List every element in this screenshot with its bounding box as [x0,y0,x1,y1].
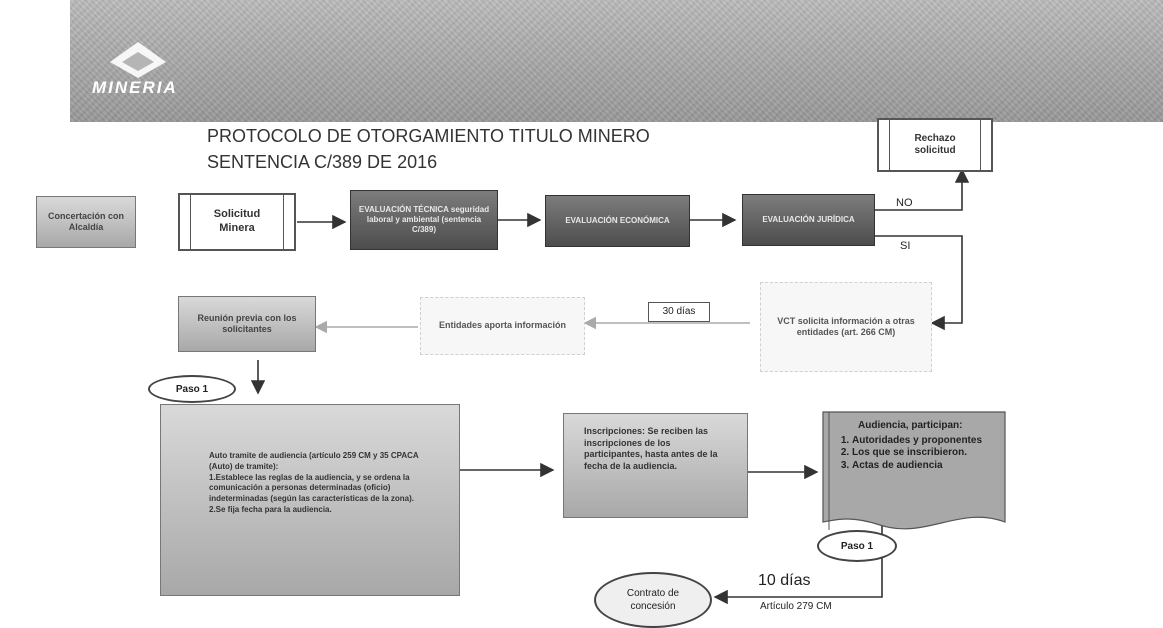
page-subtitle: SENTENCIA C/389 DE 2016 [207,152,438,172]
node-evaluacion-juridica: EVALUACIÓN JURÍDICA [742,194,875,246]
node-solicitud-label: Solicitud Minera [213,208,261,234]
node-entidades: Entidades aporta información [420,297,585,355]
audiencia-item: Actas de audiencia [852,460,1002,473]
node-contrato: Contrato de concesión [594,572,712,628]
label-10-dias: 10 días [758,572,811,589]
node-rechazo-label: Rechazo solicitud [914,132,956,157]
label-no: NO [896,197,913,209]
label-paso1-top: Paso 1 [148,375,236,403]
auto-tramite-item1: 1.Establece las reglas de la audiencia, … [209,472,414,504]
auto-tramite-item2: 2.Se fija fecha para la audiencia. [209,504,332,514]
node-concertacion: Concertación con Alcaldía [36,196,136,248]
audiencia-item: Los que se inscribieron. [852,447,1002,460]
inscripciones-text: Inscripciones: Se reciben las inscripcio… [584,426,718,472]
header-banner [70,0,1163,122]
label-30-dias: 30 días [648,302,710,322]
node-rechazo: Rechazo solicitud [877,118,993,172]
node-inscripciones: Inscripciones: Se reciben las inscripcio… [563,413,748,518]
node-solicitud: Solicitud Minera [178,193,296,251]
logo-wordmark: MINERIA [92,78,178,97]
node-audiencia: Audiencia, participan: Autoridades y pro… [834,420,1002,515]
node-evaluacion-tecnica: EVALUACIÓN TÉCNICA seguridad laboral y a… [350,190,498,250]
label-articulo: Artículo 279 CM [760,601,832,612]
auto-tramite-heading: Auto tramite de audiencia (artículo 259 … [209,451,419,471]
audiencia-item: Autoridades y proponentes [852,435,1002,448]
audiencia-heading: Audiencia, participan: [858,420,963,431]
node-auto-tramite: Auto tramite de audiencia (artículo 259 … [160,404,460,596]
mountain-logo-icon [108,40,168,80]
page-title: PROTOCOLO DE OTORGAMIENTO TITULO MINERO [207,126,650,146]
node-evaluacion-economica: EVALUACIÓN ECONÓMICA [545,195,690,247]
label-si: SI [900,240,911,252]
node-vct: VCT solicita información a otras entidad… [760,282,932,372]
node-reunion: Reunión previa con los solicitantes [178,296,316,352]
label-paso1-bottom: Paso 1 [817,530,897,562]
